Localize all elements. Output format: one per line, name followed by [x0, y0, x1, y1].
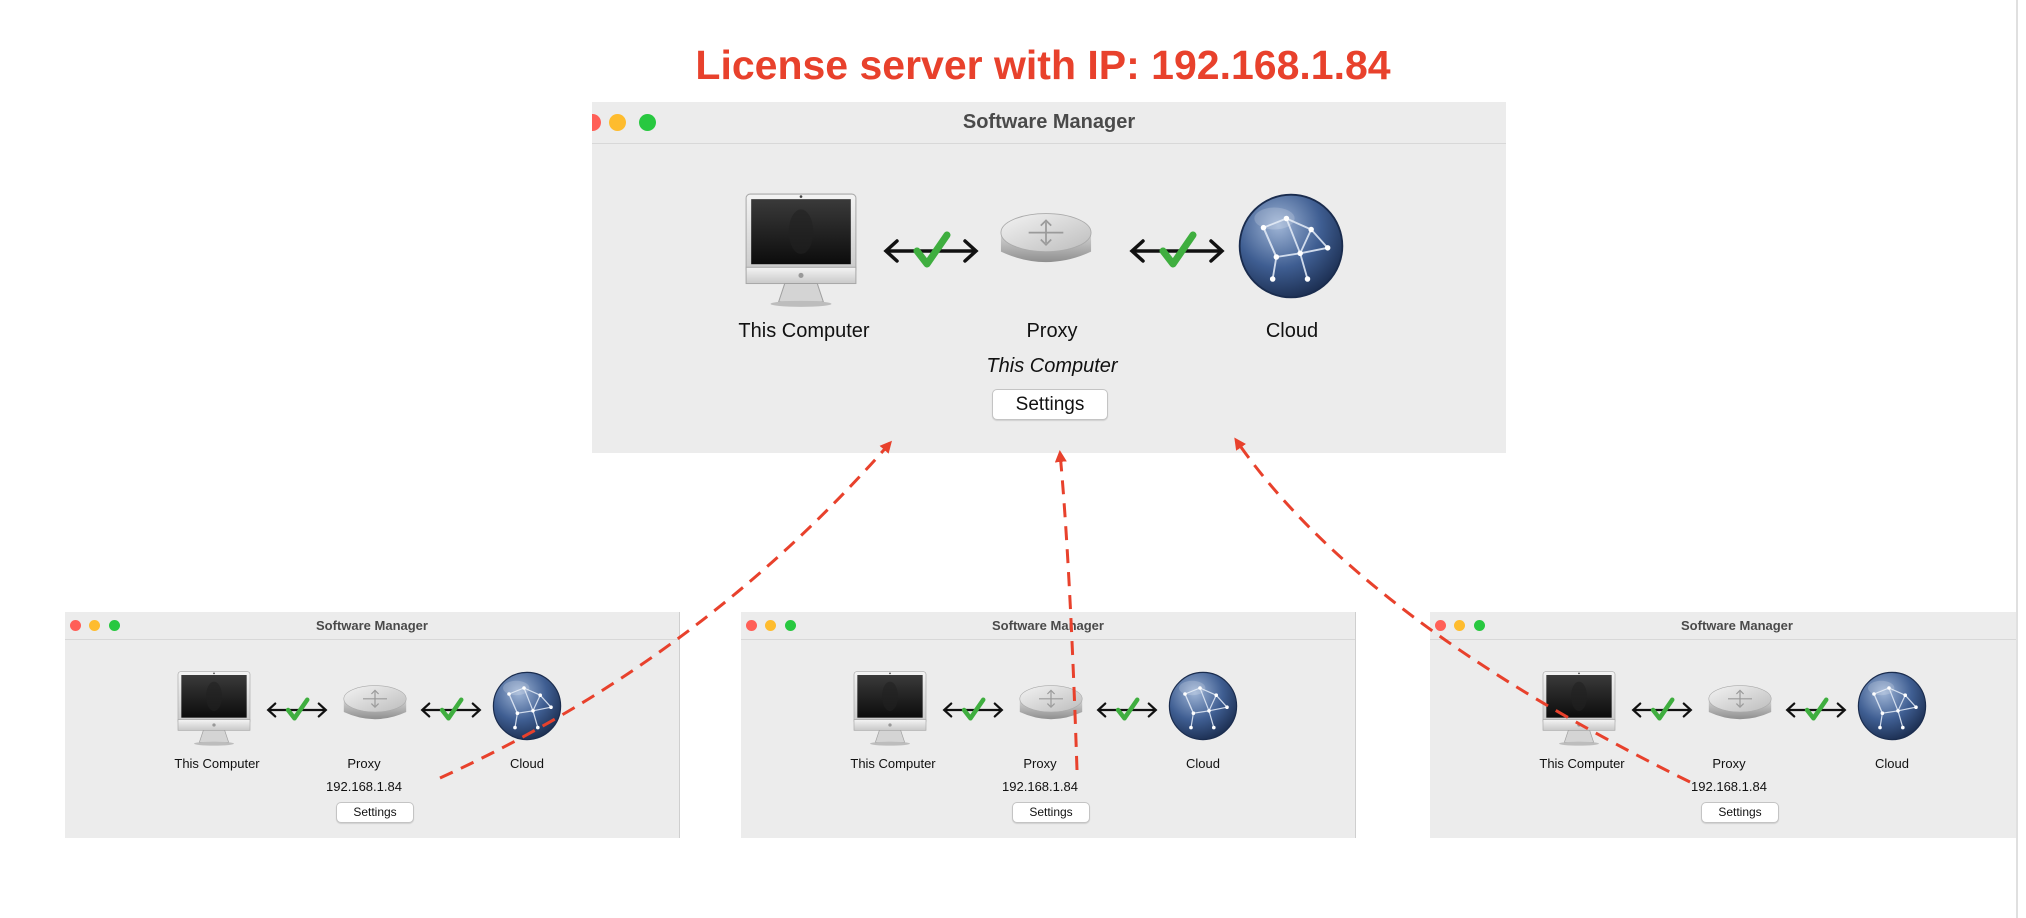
minimize-icon[interactable]	[1454, 620, 1465, 631]
this-computer-label: This Computer	[738, 320, 870, 342]
this-computer-label: This Computer	[174, 756, 260, 771]
main-window-titlebar: Software Manager	[592, 102, 1506, 144]
client-window: Software Manager This Computer Proxy Clo…	[1430, 612, 2016, 838]
settings-button[interactable]: Settings	[1012, 802, 1090, 823]
page-edge-divider	[2016, 0, 2018, 918]
proxy-value: 192.168.1.84	[1002, 779, 1078, 794]
proxy-value: 192.168.1.84	[1691, 779, 1767, 794]
main-window: Software Manager This Computer Proxy Clo…	[592, 102, 1506, 453]
client-window-titlebar: Software Manager	[1430, 612, 2016, 640]
this-computer-label: This Computer	[850, 756, 936, 771]
client-window: Software Manager This Computer Proxy Clo…	[65, 612, 680, 838]
proxy-label: Proxy	[347, 756, 381, 771]
settings-button[interactable]: Settings	[1701, 802, 1779, 823]
minimize-icon[interactable]	[609, 114, 626, 131]
window-title: Software Manager	[992, 618, 1104, 633]
window-title: Software Manager	[962, 111, 1136, 133]
window-title: Software Manager	[1681, 618, 1793, 633]
headline: License server with IP: 192.168.1.84	[695, 42, 1391, 88]
zoom-icon[interactable]	[639, 114, 656, 131]
proxy-value: This Computer	[986, 355, 1118, 377]
cloud-label: Cloud	[1265, 320, 1319, 342]
zoom-icon[interactable]	[1474, 620, 1485, 631]
this-computer-label: This Computer	[1539, 756, 1625, 771]
close-icon[interactable]	[592, 114, 601, 131]
zoom-icon[interactable]	[785, 620, 796, 631]
connector-arrow-client2	[1054, 450, 1079, 771]
proxy-label: Proxy	[1712, 756, 1746, 771]
connector-arrow-client3	[1234, 437, 1691, 784]
cloud-label: Cloud	[1186, 756, 1220, 771]
connector-arrow-client1	[439, 440, 892, 780]
cloud-label: Cloud	[1875, 756, 1909, 771]
zoom-icon[interactable]	[109, 620, 120, 631]
proxy-label: Proxy	[1023, 756, 1057, 771]
cloud-label: Cloud	[510, 756, 544, 771]
close-icon[interactable]	[746, 620, 757, 631]
minimize-icon[interactable]	[765, 620, 776, 631]
close-icon[interactable]	[1435, 620, 1446, 631]
settings-button[interactable]: Settings	[992, 389, 1108, 420]
settings-button[interactable]: Settings	[336, 802, 414, 823]
proxy-value: 192.168.1.84	[326, 779, 402, 794]
close-icon[interactable]	[70, 620, 81, 631]
proxy-label: Proxy	[1026, 320, 1078, 342]
minimize-icon[interactable]	[89, 620, 100, 631]
client-window-titlebar: Software Manager	[65, 612, 679, 640]
client-window: Software Manager This Computer Proxy Clo…	[741, 612, 1356, 838]
client-window-titlebar: Software Manager	[741, 612, 1355, 640]
window-title: Software Manager	[316, 618, 428, 633]
